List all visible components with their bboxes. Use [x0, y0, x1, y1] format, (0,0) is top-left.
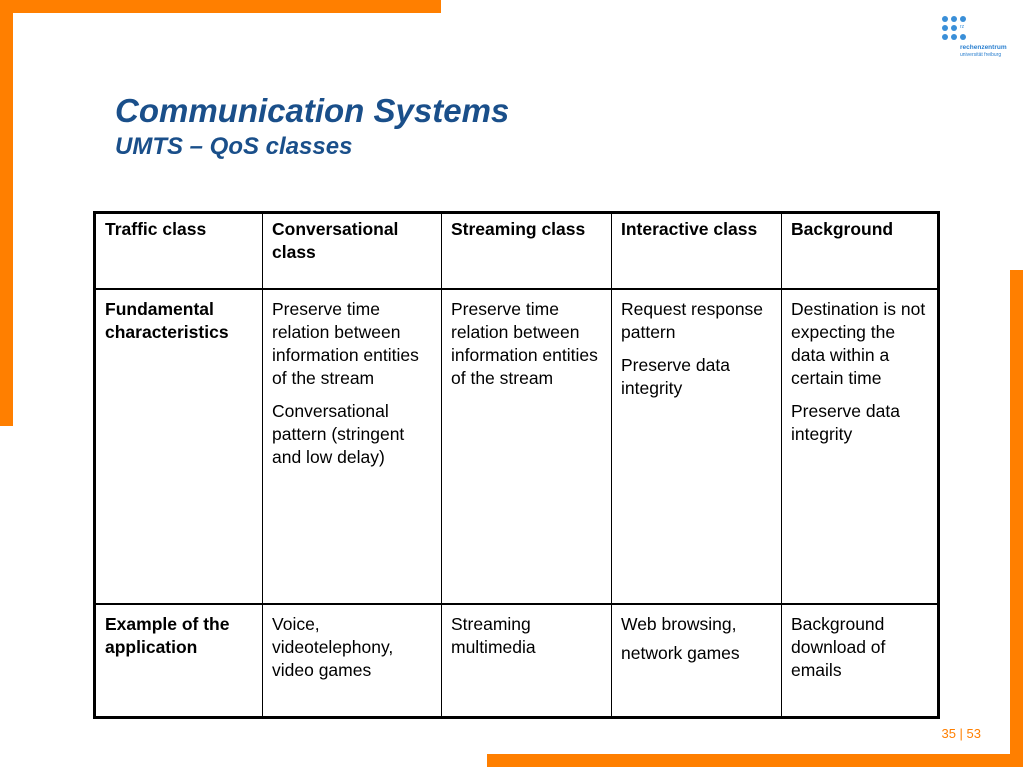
- logo-line-1: rechenzentrum: [960, 44, 1007, 51]
- cell-streaming-characteristics: Preserve time relation between informati…: [441, 288, 612, 605]
- cell-background-example: Background download of emails: [781, 603, 939, 718]
- cell-interactive-example: Web browsing, network games: [611, 603, 782, 718]
- bottom-orange-bar: [487, 754, 1023, 767]
- cell-conversational-characteristics: Preserve time relation between informati…: [262, 288, 442, 605]
- cell-text: Request response pattern: [621, 299, 764, 342]
- top-orange-bar: [0, 0, 441, 13]
- header-cell-background: Background: [781, 212, 939, 290]
- logo-badge: rz: [960, 24, 965, 30]
- cell-text: Preserve data integrity: [791, 401, 900, 444]
- header-cell-interactive: Interactive class: [611, 212, 782, 290]
- qos-classes-table: Traffic class Conversational class Strea…: [93, 211, 940, 719]
- left-orange-bar: [0, 0, 13, 426]
- cell-text: Conversational pattern (stringent and lo…: [272, 401, 405, 467]
- table-header-row: Traffic class Conversational class Strea…: [94, 212, 939, 290]
- cell-text: Destination is not expecting the data wi…: [791, 299, 926, 388]
- cell-text: Preserve time relation between informati…: [451, 299, 598, 388]
- cell-text: network games: [621, 643, 740, 663]
- cell-interactive-characteristics: Request response pattern Preserve data i…: [611, 288, 782, 605]
- slide-subtitle: UMTS – QoS classes: [115, 133, 353, 160]
- university-logo: rz rechenzentrum universität freiburg: [940, 14, 1015, 64]
- logo-line-2: universität freiburg: [960, 52, 1002, 58]
- cell-text: Preserve data integrity: [621, 355, 730, 398]
- slide-title: Communication Systems: [115, 92, 510, 129]
- row-label-characteristics: Fundamental characteristics: [94, 288, 263, 605]
- right-orange-bar: [1010, 270, 1023, 767]
- header-cell-conversational: Conversational class: [262, 212, 442, 290]
- cell-text: Preserve time relation between informati…: [272, 299, 419, 388]
- cell-text: Web browsing,: [621, 614, 737, 634]
- cell-background-characteristics: Destination is not expecting the data wi…: [781, 288, 939, 605]
- cell-streaming-example: Streaming multimedia: [441, 603, 612, 718]
- page-number: 35 | 53: [941, 726, 981, 741]
- cell-conversational-example: Voice, videotelephony, video games: [262, 603, 442, 718]
- row-label-example: Example of the application: [94, 603, 263, 718]
- header-cell-traffic-class: Traffic class: [94, 212, 263, 290]
- table-row: Fundamental characteristics Preserve tim…: [94, 288, 939, 605]
- header-cell-streaming: Streaming class: [441, 212, 612, 290]
- table-row: Example of the application Voice, videot…: [94, 603, 939, 718]
